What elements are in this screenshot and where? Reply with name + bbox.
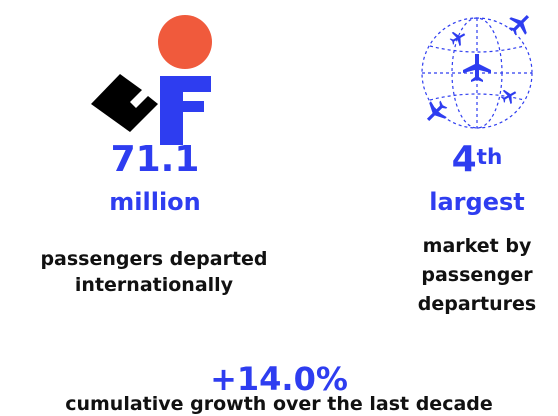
globe-flights-icon <box>421 14 533 129</box>
market-caption-line1: market by <box>422 235 532 257</box>
passengers-caption-line2: internationally <box>74 274 234 296</box>
logo-black-shape <box>91 74 158 132</box>
market-caption-line2: passenger <box>421 264 533 286</box>
market-rank-word: largest <box>429 188 525 216</box>
airline-logo-icon <box>91 15 212 145</box>
market-rank: 4th <box>412 140 542 180</box>
plane-bottom-left-icon <box>426 100 448 122</box>
passengers-unit: million <box>109 188 201 216</box>
market-rank-suffix: th <box>476 145 503 170</box>
passengers-caption-line1: passengers departed <box>40 248 268 270</box>
plane-bottom-right-icon <box>500 89 517 105</box>
market-caption-line3: departures <box>417 293 537 315</box>
plane-top-left-icon <box>449 31 466 47</box>
growth-value: +14.0% <box>210 360 348 398</box>
market-caption: market by passenger departures <box>397 232 557 319</box>
market-rank-number: 4 <box>451 139 477 180</box>
passengers-caption: passengers departed internationally <box>24 246 284 298</box>
passengers-value: 71.1 <box>110 139 200 180</box>
logo-blue-shape <box>160 76 211 145</box>
growth-caption: cumulative growth over the last decade <box>65 393 493 415</box>
plane-center-icon <box>463 54 491 82</box>
plane-top-right-icon <box>508 14 530 36</box>
logo-red-circle <box>158 15 212 69</box>
